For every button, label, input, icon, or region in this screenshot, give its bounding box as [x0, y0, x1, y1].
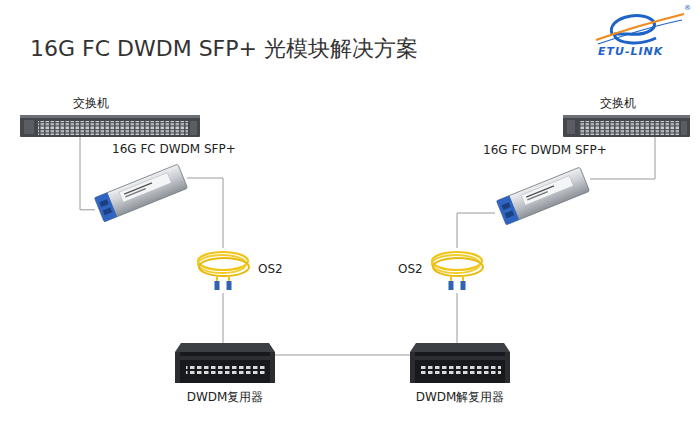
fiber-coil-drawing — [198, 252, 249, 290]
network-switch-drawing — [24, 120, 34, 134]
node-label: DWDM复用器 — [187, 389, 264, 405]
node-label: 16G FC DWDM SFP+ — [483, 142, 607, 158]
fiber-coil-drawing — [433, 258, 483, 276]
fiber-link — [223, 293, 224, 343]
brand-name: ETU-LINK — [598, 45, 663, 58]
sfp-module-drawing — [496, 196, 519, 225]
sfp-module-drawing — [94, 164, 187, 222]
fiber-coil-drawing — [217, 275, 229, 282]
dwdm-mux-drawing — [186, 364, 266, 374]
sfp-module: 16G FC DWDM SFP+ — [495, 166, 590, 226]
registered-mark: ® — [684, 4, 691, 12]
sfp-module-drawing — [99, 199, 108, 207]
network-switch-drawing — [38, 121, 188, 135]
dwdm-demux-drawing — [413, 356, 507, 360]
network-switch-drawing — [681, 121, 687, 135]
node-label: OS2 — [258, 261, 283, 277]
sfp-module-drawing — [527, 191, 548, 201]
fiber-link — [187, 178, 223, 248]
network-switch-drawing — [20, 115, 200, 137]
brand-logo — [596, 14, 684, 40]
fiber-coil-drawing — [227, 281, 232, 290]
network-switch-drawing — [20, 115, 200, 118]
network-switch-drawing — [579, 121, 679, 135]
network-switch-drawing — [563, 115, 690, 137]
fiber-link — [457, 293, 458, 343]
fiber-coil-drawing — [215, 281, 220, 290]
network-switch-drawing — [563, 115, 690, 137]
brand-logo — [596, 14, 684, 44]
dwdm-mux-drawing — [175, 352, 275, 383]
dwdm-demux-drawing — [410, 343, 510, 383]
dwdm-mux-drawing — [175, 343, 275, 352]
fiber-coil-drawing — [199, 258, 249, 276]
sfp-module-drawing — [496, 167, 589, 225]
network-switch-drawing — [567, 120, 575, 134]
sfp-module-drawing — [119, 173, 171, 203]
fiber-coil-drawing — [449, 281, 454, 290]
dwdm-demux-drawing — [410, 352, 415, 383]
node-label: DWDM解复用器 — [416, 389, 505, 405]
brand-logo — [598, 20, 682, 44]
network-switch: 交换机 — [20, 115, 200, 137]
sfp-module: 16G FC DWDM SFP+ — [95, 163, 187, 223]
dwdm-demux-drawing — [410, 343, 510, 352]
sfp-module-drawing — [103, 208, 112, 216]
fiber-patch-cord: OS2 — [430, 248, 484, 293]
fiber-coil-drawing — [461, 281, 466, 290]
node-label: 16G FC DWDM SFP+ — [112, 141, 236, 157]
fiber-link — [80, 137, 95, 210]
sfp-module-drawing — [526, 185, 554, 198]
fiber-link — [275, 355, 410, 356]
network-switch-drawing — [563, 115, 690, 118]
fiber-coil-drawing — [451, 275, 463, 282]
dwdm-mux-drawing — [270, 352, 275, 383]
dwdm-mux-drawing — [175, 352, 180, 383]
dwdm-mux-drawing — [178, 356, 272, 360]
sfp-module-drawing — [124, 182, 152, 195]
dwdm-mux: DWDM复用器 — [175, 343, 275, 383]
network-switch-drawing — [190, 121, 197, 135]
node-label: OS2 — [398, 261, 423, 277]
dwdm-demux-drawing — [421, 364, 501, 374]
dwdm-demux: DWDM解复用器 — [410, 343, 510, 383]
sfp-module-drawing — [125, 188, 146, 198]
node-label: 交换机 — [600, 95, 636, 111]
sfp-module-drawing — [521, 176, 573, 206]
sfp-module-drawing — [496, 167, 589, 225]
network-switch: 交换机 — [563, 115, 690, 137]
fiber-patch-cord: OS2 — [196, 248, 250, 293]
brand-logo — [614, 34, 656, 43]
dwdm-demux-drawing — [410, 352, 510, 383]
sfp-module-drawing — [94, 193, 117, 222]
dwdm-mux-drawing — [175, 343, 275, 383]
node-label: 交换机 — [73, 95, 109, 111]
sfp-module-drawing — [94, 164, 187, 222]
sfp-module-drawing — [505, 211, 514, 219]
sfp-module-drawing — [501, 202, 510, 210]
brand-logo — [611, 16, 654, 35]
network-switch-drawing — [20, 115, 200, 137]
dwdm-demux-drawing — [505, 352, 510, 383]
diagram-title: 16G FC DWDM SFP+ 光模块解决方案 — [30, 36, 418, 62]
fiber-link — [457, 213, 495, 248]
fiber-coil-drawing — [432, 252, 483, 290]
